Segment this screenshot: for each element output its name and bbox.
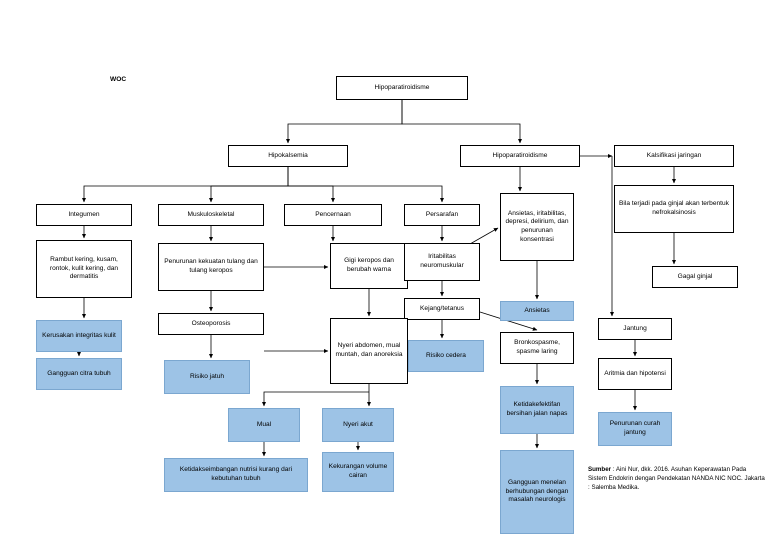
node-risiko_jatuh: Risiko jatuh — [164, 360, 250, 394]
source-note-text: : Aini Nur, dkk. 2016. Asuhan Keperawata… — [588, 466, 765, 491]
node-kalsifikasi: Kalsifikasi jaringan — [614, 145, 734, 167]
node-bila_terjadi: Bila terjadi pada ginjal akan terbentuk … — [614, 185, 734, 233]
node-ansietas: Ansietas — [500, 301, 574, 321]
node-kejang: Kejang/tetanus — [404, 298, 480, 320]
node-osteoporosis: Osteoporosis — [158, 313, 264, 335]
node-nyeri_abdomen: Nyeri abdomen, mual muntah, dan anoreksi… — [330, 318, 408, 384]
node-gangguan_menelan: Gangguan menelan berhubungan dengan masa… — [500, 450, 574, 534]
diagram-title: WOC — [110, 76, 127, 83]
node-risiko_cedera: Risiko cedera — [408, 340, 484, 372]
node-root: Hipoparatiroidisme — [336, 76, 468, 100]
node-gangguan_citra: Gangguan citra tubuh — [36, 358, 122, 390]
source-note: Sumber : Aini Nur, dkk. 2016. Asuhan Kep… — [588, 466, 766, 493]
node-nyeri_akut: Nyeri akut — [322, 408, 394, 442]
node-gagal_ginjal: Gagal ginjal — [652, 266, 738, 288]
node-ketidakefektifan: Ketidakefektifan bersihan jalan napas — [500, 386, 574, 434]
source-note-prefix: Sumber — [588, 466, 612, 473]
node-ketidakseimbangan: Ketidakseimbangan nutrisi kurang dari ke… — [164, 458, 308, 492]
node-integumen: Integumen — [36, 204, 132, 226]
node-hipokalsemia: Hipokalsemia — [228, 145, 348, 167]
node-muskuloskeletal: Muskuloskeletal — [158, 204, 264, 226]
node-penurunan_kekuatan: Penurunan kekuatan tulang dan tulang ker… — [158, 243, 264, 291]
node-penurunan_curah: Penurunan curah jantung — [598, 412, 672, 446]
node-jantung: Jantung — [598, 318, 672, 340]
node-kerusakan: Kerusakan integritas kulit — [36, 320, 122, 352]
node-pencernaan: Pencernaan — [284, 204, 382, 226]
node-kekurangan_volume: Kekurangan volume cairan — [322, 452, 394, 492]
node-mual: Mual — [228, 408, 300, 442]
node-aritmia: Aritmia dan hipotensi — [598, 358, 672, 390]
node-persarafan: Persarafan — [404, 204, 480, 226]
node-rambut: Rambut kering, kusam, rontok, kulit keri… — [36, 240, 132, 298]
node-bronkospasme: Bronkospasme, spasme laring — [500, 332, 574, 364]
node-ansietas_blok: Ansietas, iritabilitas, depresi, deliriu… — [500, 193, 574, 261]
node-iritabilitas: Iritabilitas neuromuskular — [404, 243, 480, 281]
node-hipoparatiroidisme2: Hipoparatiroidisme — [460, 145, 580, 167]
node-gigi: Gigi keropos dan berubah warna — [330, 243, 408, 289]
